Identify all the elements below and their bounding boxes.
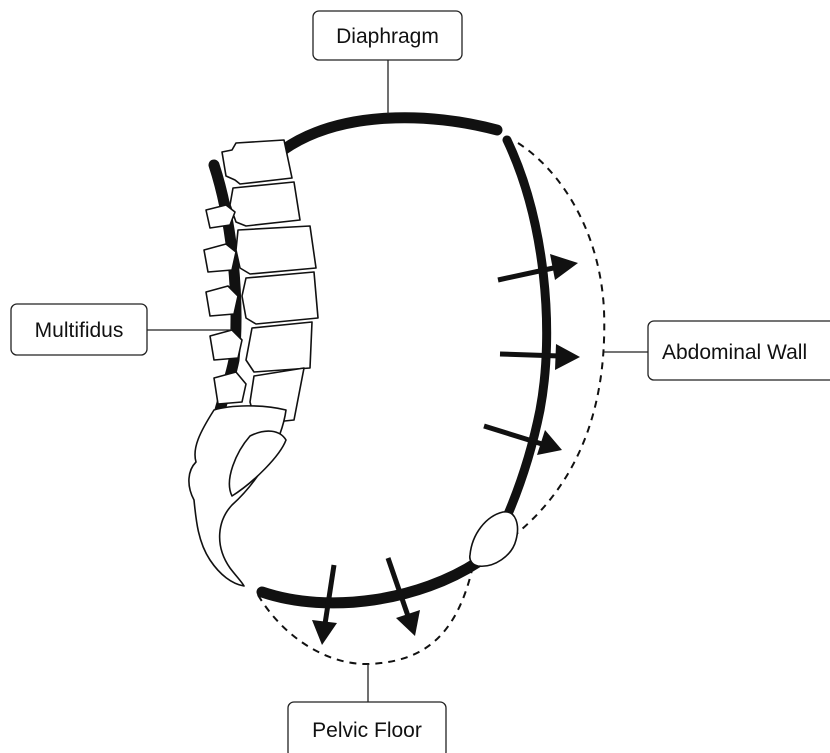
svg-text:Pelvic Floor: Pelvic Floor xyxy=(312,719,422,742)
multifidus-label: Multifidus xyxy=(11,304,147,355)
pubic-symphysis-icon xyxy=(470,512,518,566)
svg-text:Abdominal Wall: Abdominal Wall xyxy=(662,341,807,364)
sacrum-icon xyxy=(189,406,286,586)
abdominal-wall-muscle xyxy=(500,140,547,532)
abdominal-wall-label: Abdominal Wall xyxy=(648,321,830,380)
svg-text:Multifidus: Multifidus xyxy=(35,319,124,342)
abdominal-wall-arrow xyxy=(484,426,562,455)
abdominal-wall-arrow xyxy=(500,344,580,370)
diaphragm-muscle xyxy=(283,118,497,150)
diaphragm-label: Diaphragm xyxy=(313,11,462,60)
svg-text:Diaphragm: Diaphragm xyxy=(336,25,439,48)
pelvic-floor-label: Pelvic Floor xyxy=(288,702,446,753)
pelvic-floor-muscle xyxy=(262,562,478,603)
